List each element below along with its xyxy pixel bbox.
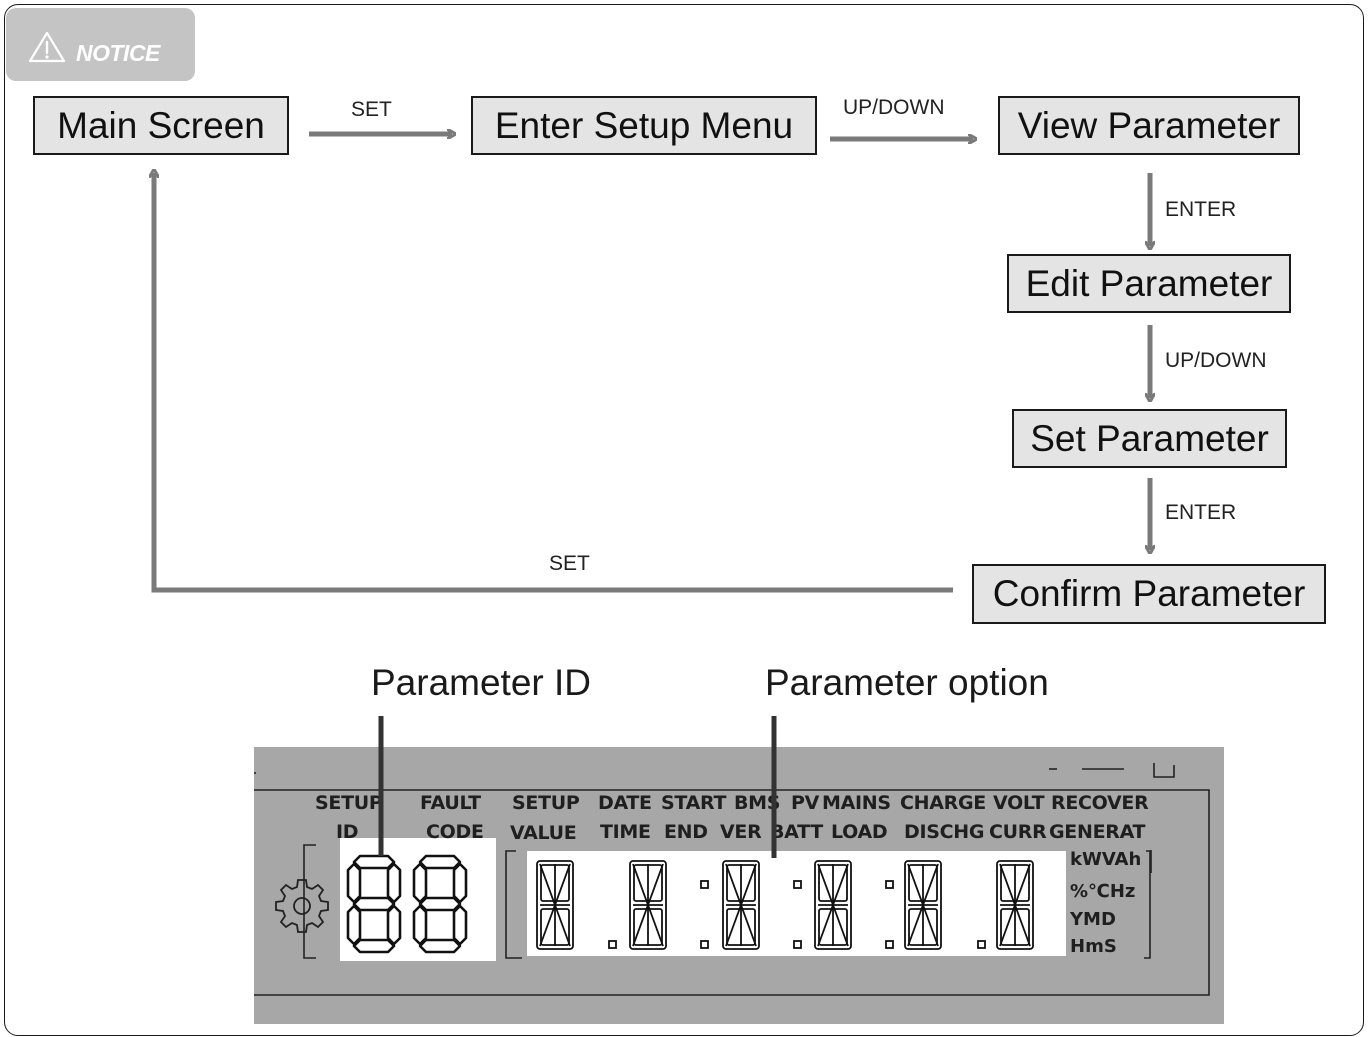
lcd-header-bms: BMS (734, 792, 781, 814)
lcd-unit-percent-c-hz: %℃Hz (1070, 881, 1136, 902)
lcd-header-recover: RECOVER (1051, 792, 1149, 814)
set-parameter-label: Set Parameter (1030, 417, 1269, 459)
lcd-header-dischg: DISCHG (904, 821, 985, 843)
edge-label-enter-2: ENTER (1165, 501, 1237, 524)
param-option-digits (536, 860, 1034, 950)
flow-arrows (0, 0, 1370, 593)
lcd-header-ver: VER (720, 821, 762, 843)
edit-parameter-label: Edit Parameter (1025, 262, 1273, 304)
lcd-header-value: VALUE (510, 822, 577, 844)
enter-setup-menu-label: Enter Setup Menu (494, 104, 794, 146)
lcd-header-pv: PV (791, 792, 820, 814)
notice-label: NOTICE (76, 40, 160, 66)
lcd-display: SETUP FAULT SETUP DATE START BMS PV MAIN… (254, 747, 1224, 1024)
lcd-header-setup: SETUP (315, 792, 383, 814)
lcd-header-setup-2: SETUP (512, 792, 580, 814)
confirm-parameter-label: Confirm Parameter (992, 573, 1306, 614)
warning-triangle-icon (28, 30, 66, 69)
set-parameter-box: Set Parameter (1012, 409, 1287, 468)
view-parameter-label: View Parameter (1017, 104, 1281, 146)
arrow-confirm-to-main (154, 173, 953, 593)
lcd-graphics (254, 763, 1210, 996)
lcd-unit-kwvah: kWVAh (1070, 849, 1142, 870)
lcd-header-charge: CHARGE (900, 792, 986, 814)
notice-frame (4, 4, 1364, 1036)
confirm-parameter-box: Confirm Parameter (972, 564, 1326, 624)
parameter-id-callout: Parameter ID (371, 662, 592, 703)
main-screen-box: Main Screen (33, 96, 289, 155)
view-parameter-box: View Parameter (998, 96, 1300, 155)
lcd-header-generat: GENERAT (1049, 821, 1146, 843)
edge-label-up-down: UP/DOWN (843, 96, 945, 119)
edge-label-enter: ENTER (1165, 198, 1237, 221)
lcd-header-time: TIME (600, 821, 651, 843)
edge-label-set: SET (351, 98, 392, 121)
edit-parameter-box: Edit Parameter (1007, 254, 1291, 313)
lcd-header-mains: MAINS (822, 792, 891, 814)
lcd-header-start: START (661, 792, 727, 814)
parameter-option-callout: Parameter option (765, 662, 1049, 703)
notice-tab: NOTICE (6, 8, 195, 81)
lcd-header-fault: FAULT (420, 792, 481, 814)
lcd-header-volt: VOLT (993, 792, 1045, 814)
lcd-unit-hms: HmS (1070, 936, 1117, 957)
gear-icon (275, 879, 329, 933)
lcd-header-batt: BATT (770, 821, 823, 843)
lcd-header-date: DATE (598, 792, 652, 814)
lcd-header-curr: CURR (989, 821, 1047, 843)
main-screen-label: Main Screen (57, 104, 265, 146)
edge-label-up-down-2: UP/DOWN (1165, 349, 1267, 372)
param-id-digits (346, 854, 468, 954)
enter-setup-menu-box: Enter Setup Menu (471, 96, 817, 155)
edge-label-set-return: SET (549, 552, 590, 575)
lcd-header-id: ID (336, 821, 359, 843)
lcd-header-load: LOAD (831, 821, 888, 843)
lcd-separators (608, 880, 986, 949)
lcd-header-end: END (664, 821, 708, 843)
lcd-unit-ymd: YMD (1070, 909, 1116, 930)
lcd-header-code: CODE (426, 821, 484, 843)
